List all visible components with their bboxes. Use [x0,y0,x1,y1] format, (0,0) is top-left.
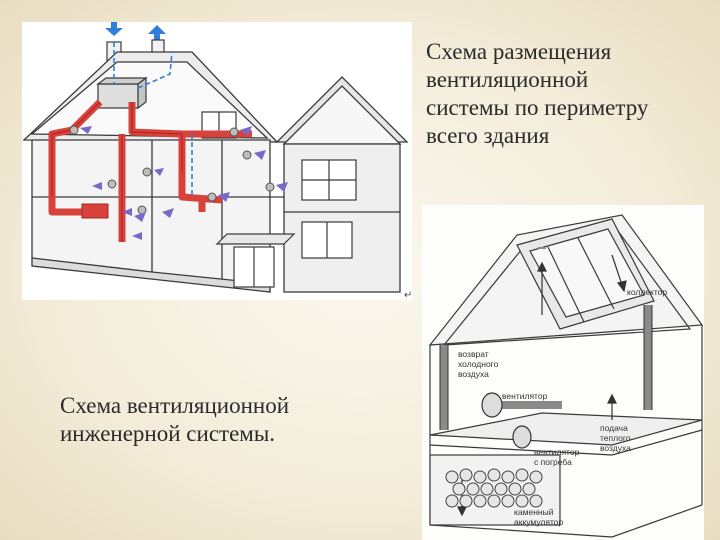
label-return-1: возврат [458,349,489,359]
label-supply-1: подача [600,423,628,433]
rock-accumulator [445,468,543,508]
return-mark-icon: ↵ [404,290,413,301]
label-return-3: воздуха [458,369,489,379]
porch [215,233,296,245]
label-return-2: холодного [458,359,499,369]
label-fan: вентилятор [502,391,548,401]
solar-house-structure [428,214,704,538]
fan-icon [481,392,532,449]
label-fan-damper-2: с погреба [534,457,572,467]
floor-diffuser [81,203,109,219]
label-collector: коллектор [627,287,667,297]
label-supply-3: воздуха [600,443,631,453]
house-ventilation-diagram [22,22,412,300]
air-outlet-arrows [69,125,288,240]
arrow-up-icon [148,25,166,41]
label-accumulator-1: каменный [514,507,554,517]
label-accumulator-2: аккумулятор [514,517,564,527]
label-fan-damper-1: вентилятор [534,447,580,457]
label-supply-2: теплого [600,433,631,443]
diagram-labels: коллектор возврат холодного воздуха вент… [458,287,667,527]
solar-diagram-svg: коллектор возврат холодного воздуха вент… [428,214,704,538]
solar-collector-diagram: коллектор возврат холодного воздуха вент… [422,205,704,540]
duct-outline [51,101,183,242]
caption-bottom-left: Схема вентиляционной инженерной системы. [60,393,290,446]
caption-top-right: Схема размещения вентиляционной системы … [426,39,649,148]
ventilation-unit [96,76,148,110]
fresh-air-line [113,42,193,197]
arrow-down-icon [105,22,123,36]
house-diagram-svg [22,22,409,293]
collector-ducts-outline [439,305,653,430]
